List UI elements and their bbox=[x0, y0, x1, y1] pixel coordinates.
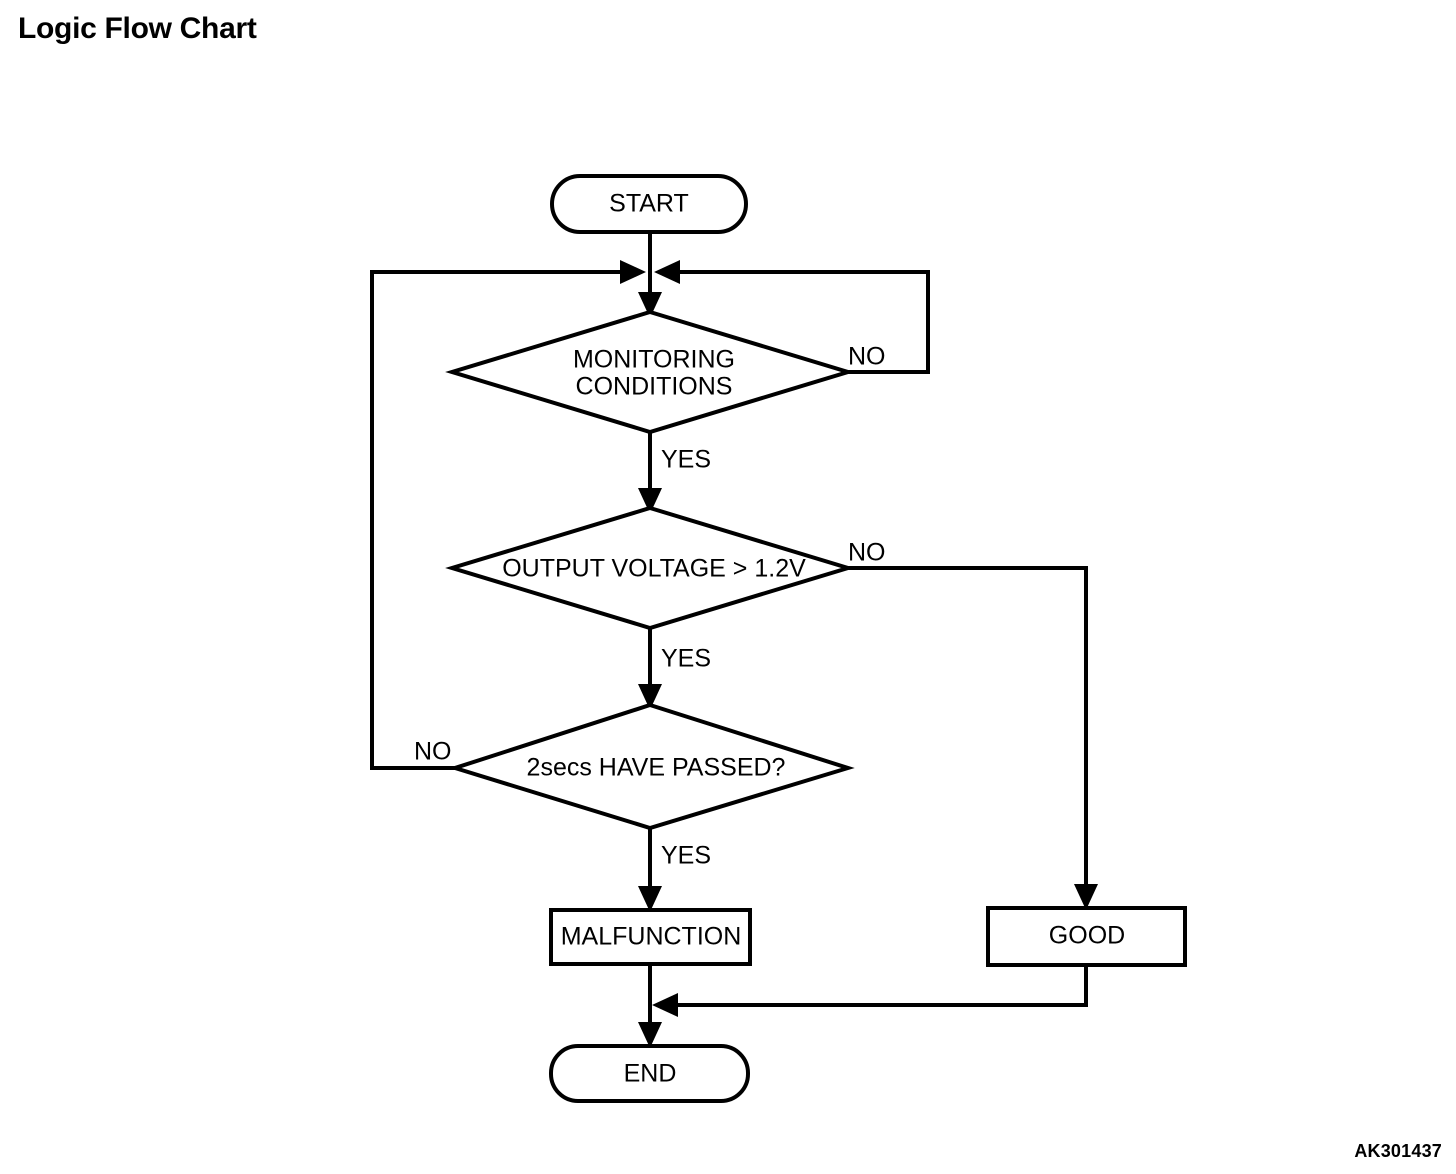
edge-label-monitoring-no: NO bbox=[848, 343, 886, 371]
edge-label-timer-no: NO bbox=[414, 738, 452, 766]
node-monitoring-conditions[interactable] bbox=[445, 309, 855, 435]
node-timer-check-label: 2secs HAVE PASSED? bbox=[527, 754, 786, 782]
node-output-voltage[interactable] bbox=[445, 505, 855, 631]
connector-voltage-no bbox=[848, 566, 1088, 902]
edge-label-voltage-no: NO bbox=[848, 539, 886, 567]
arrowhead-monitoring-no-junction bbox=[654, 260, 680, 284]
arrowhead-into-monitoring bbox=[638, 292, 662, 318]
node-good[interactable] bbox=[986, 906, 1187, 967]
node-timer-check[interactable] bbox=[448, 702, 855, 831]
connector-timer-no-loop bbox=[370, 270, 634, 770]
node-malfunction[interactable] bbox=[549, 908, 752, 966]
edge-label-timer-yes: YES bbox=[661, 842, 711, 870]
node-monitoring-conditions-label-line1: MONITORING bbox=[573, 346, 735, 374]
image-reference-code: AK301437 bbox=[1354, 1141, 1442, 1161]
arrowhead-into-timer bbox=[638, 684, 662, 710]
connector-monitoring-no-loop bbox=[666, 270, 930, 374]
node-start-label: START bbox=[609, 190, 689, 218]
arrowhead-timer-no-junction bbox=[620, 260, 646, 284]
node-monitoring-conditions-label-line2: CONDITIONS bbox=[576, 373, 733, 401]
node-good-label: GOOD bbox=[1049, 922, 1125, 950]
arrowhead-good-merge bbox=[652, 993, 678, 1017]
edge-label-voltage-yes: YES bbox=[661, 645, 711, 673]
node-output-voltage-label: OUTPUT VOLTAGE > 1.2V bbox=[502, 555, 806, 583]
edge-label-monitoring-yes: YES bbox=[661, 446, 711, 474]
connector-good-to-end-merge bbox=[664, 965, 1088, 1007]
arrowhead-into-voltage bbox=[638, 488, 662, 514]
node-end-label: END bbox=[624, 1060, 677, 1088]
arrowhead-into-good bbox=[1074, 884, 1098, 910]
node-end[interactable] bbox=[549, 1044, 750, 1103]
page-title: Logic Flow Chart bbox=[18, 12, 257, 45]
arrowhead-into-end bbox=[638, 1022, 662, 1048]
node-start[interactable] bbox=[550, 174, 748, 234]
node-malfunction-label: MALFUNCTION bbox=[561, 923, 742, 951]
arrowhead-into-malfunction bbox=[638, 886, 662, 912]
